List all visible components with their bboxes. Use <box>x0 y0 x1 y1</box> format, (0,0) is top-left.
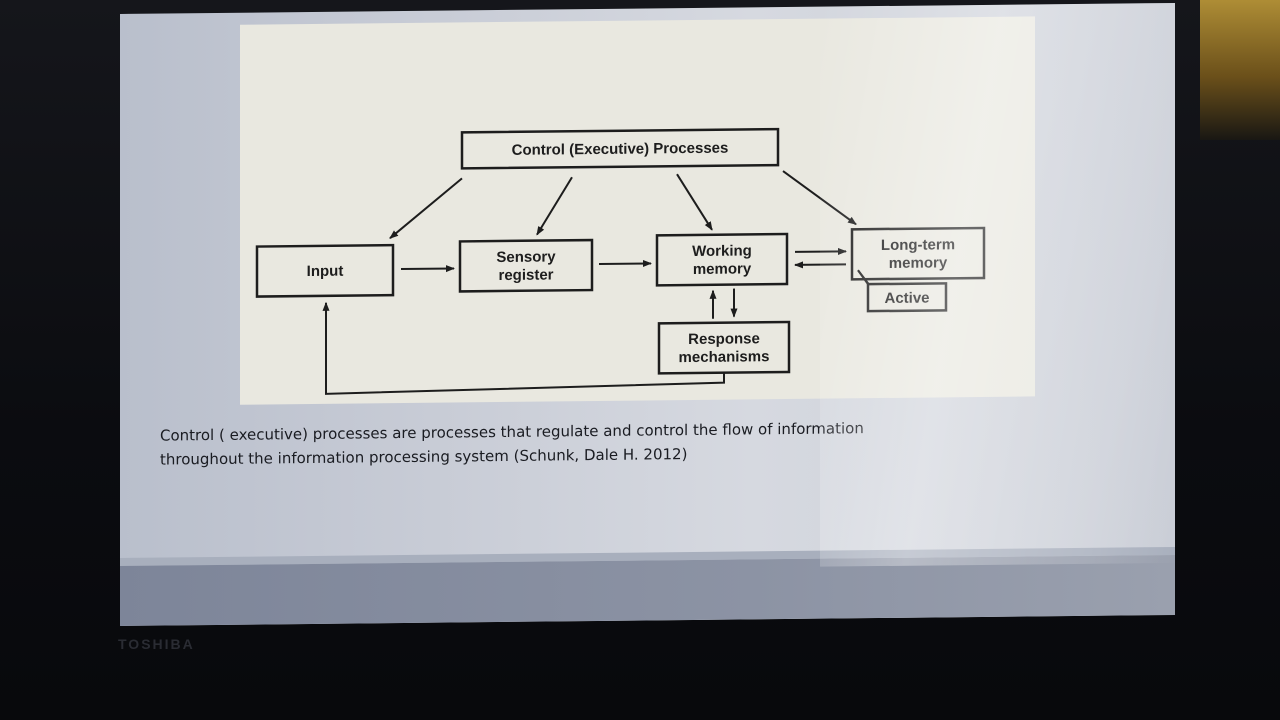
arrow-control-to-longterm <box>782 170 857 226</box>
information-processing-diagram: Control (Executive) Processes Input Sens… <box>255 127 986 395</box>
input-box: Input <box>255 243 395 298</box>
working-memory-box: Working memory <box>655 232 789 287</box>
working-label-line2: memory <box>693 260 752 278</box>
response-label-line1: Response <box>688 330 760 348</box>
slide-footer-bar <box>120 554 1175 626</box>
arrow-control-to-input <box>389 177 463 239</box>
slide-caption: Control ( executive) processes are proce… <box>160 415 980 472</box>
control-processes-box: Control (Executive) Processes <box>460 127 780 170</box>
monitor-brand-logo: TOSHIBA <box>118 636 195 652</box>
input-label: Input <box>307 263 344 280</box>
arrow-sensory-to-working <box>599 260 652 268</box>
monitor-screen: Control (Executive) Processes Input Sens… <box>120 2 1175 627</box>
arrow-response-to-input-loop <box>322 301 725 395</box>
sensory-label-line1: Sensory <box>496 248 556 266</box>
sensory-register-box: Sensory register <box>458 238 594 293</box>
arrow-working-to-longterm <box>795 247 847 255</box>
background-light <box>1200 0 1280 140</box>
long-term-memory-box: Long-term memory <box>850 226 986 281</box>
longterm-label-line2: memory <box>889 254 948 272</box>
longterm-label-line1: Long-term <box>881 236 955 254</box>
response-label-line2: mechanisms <box>679 348 770 366</box>
response-mechanisms-box: Response mechanisms <box>657 320 791 375</box>
control-processes-label: Control (Executive) Processes <box>512 140 729 159</box>
diagram-figure: Control (Executive) Processes Input Sens… <box>240 16 1035 405</box>
working-label-line1: Working <box>692 242 752 260</box>
active-memory-box: Active <box>857 269 948 313</box>
arrow-control-to-sensory <box>536 176 573 236</box>
sensory-label-line2: register <box>498 266 553 284</box>
arrow-control-to-working <box>676 173 713 231</box>
arrow-input-to-sensory <box>401 265 455 273</box>
active-label: Active <box>884 290 929 307</box>
arrow-longterm-to-working <box>794 261 846 269</box>
